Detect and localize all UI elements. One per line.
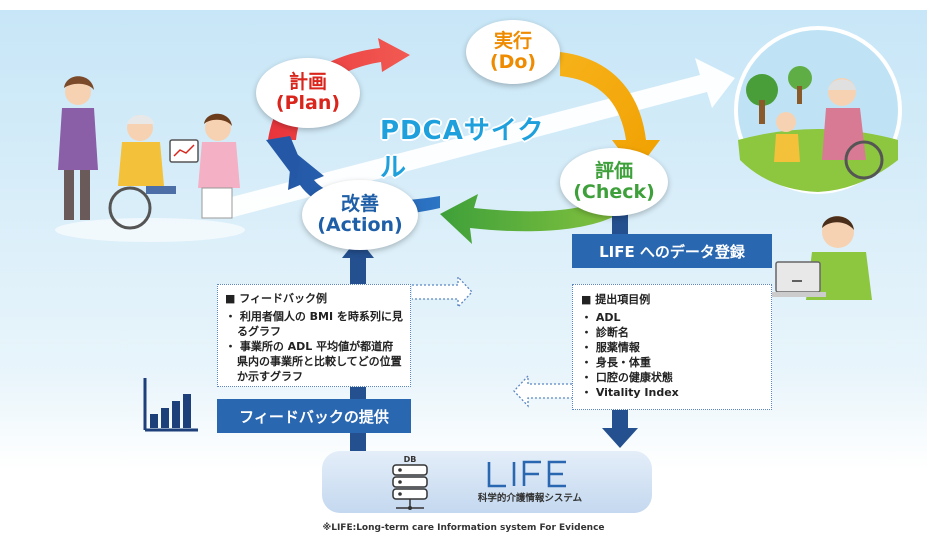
- life-register-box: LIFE へのデータ登録: [572, 234, 772, 268]
- feedback-example-box: ■ フィードバック例 ・ 利用者個人の BMI を時系列に見るグラフ ・ 事業所…: [217, 284, 411, 387]
- action-label-en: (Action): [317, 214, 403, 236]
- plan-node: 計画 (Plan): [256, 58, 360, 128]
- do-arrow: [560, 52, 660, 172]
- do-label-en: (Do): [489, 51, 537, 73]
- feedback-example-item: ・ 利用者個人の BMI を時系列に見るグラフ: [225, 310, 403, 338]
- check-arrow: [440, 185, 640, 244]
- park-illustration: [734, 26, 902, 194]
- submission-item: ・ 診断名: [581, 326, 629, 339]
- feedback-provide-box: フィードバックの提供: [217, 399, 411, 433]
- feedback-example-item: ・ 事業所の ADL 平均値が都道府県内の事業所と比較してどの位置か示すグラフ: [225, 340, 402, 383]
- life-footnote: ※LIFE:Long-term care Information system …: [322, 523, 605, 533]
- plan-label-jp: 計画: [288, 71, 327, 94]
- action-label-jp: 改善: [340, 193, 379, 216]
- submission-items-box: ■ 提出項目例 ・ ADL ・ 診断名 ・ 服薬情報 ・ 身長・体重 ・ 口腔の…: [572, 284, 772, 410]
- submission-item: ・ 身長・体重: [581, 356, 651, 369]
- bar-chart-icon: [143, 378, 198, 432]
- dotted-arrow-right: [412, 275, 473, 309]
- feedback-lower-shaft: [350, 433, 366, 455]
- check-label-jp: 評価: [594, 160, 633, 183]
- check-node: 評価 (Check): [560, 148, 668, 216]
- data-entry-illustration: [770, 216, 872, 300]
- submission-item: ・ ADL: [581, 311, 621, 324]
- submission-item: ・ 口腔の健康状態: [581, 371, 673, 384]
- caregivers-illustration: [55, 76, 245, 242]
- life-logo: [487, 460, 566, 488]
- do-label-jp: 実行: [493, 30, 532, 53]
- pdca-cycle-title: PDCAサイクル: [380, 116, 545, 183]
- register-upper-shaft: [612, 212, 628, 234]
- feedback-example-heading: ■ フィードバック例: [225, 292, 328, 305]
- plan-label-en: (Plan): [275, 92, 341, 114]
- dotted-arrow-left: [513, 374, 572, 408]
- register-down-shaft: [612, 410, 628, 430]
- pdca-main-arrow: [220, 58, 735, 218]
- action-node: 改善 (Action): [302, 180, 418, 250]
- db-label: DB: [403, 455, 417, 464]
- check-label-en: (Check): [573, 181, 655, 203]
- submission-item: ・ Vitality Index: [581, 386, 679, 399]
- action-arrow-head: [266, 136, 300, 180]
- do-node: 実行 (Do): [466, 20, 560, 84]
- database-icon: [392, 464, 428, 510]
- register-down-head: [602, 428, 638, 448]
- submission-heading: ■ 提出項目例: [581, 293, 651, 306]
- submission-item: ・ 服薬情報: [581, 341, 640, 354]
- life-subtitle: 科学的介護情報システム: [477, 493, 583, 504]
